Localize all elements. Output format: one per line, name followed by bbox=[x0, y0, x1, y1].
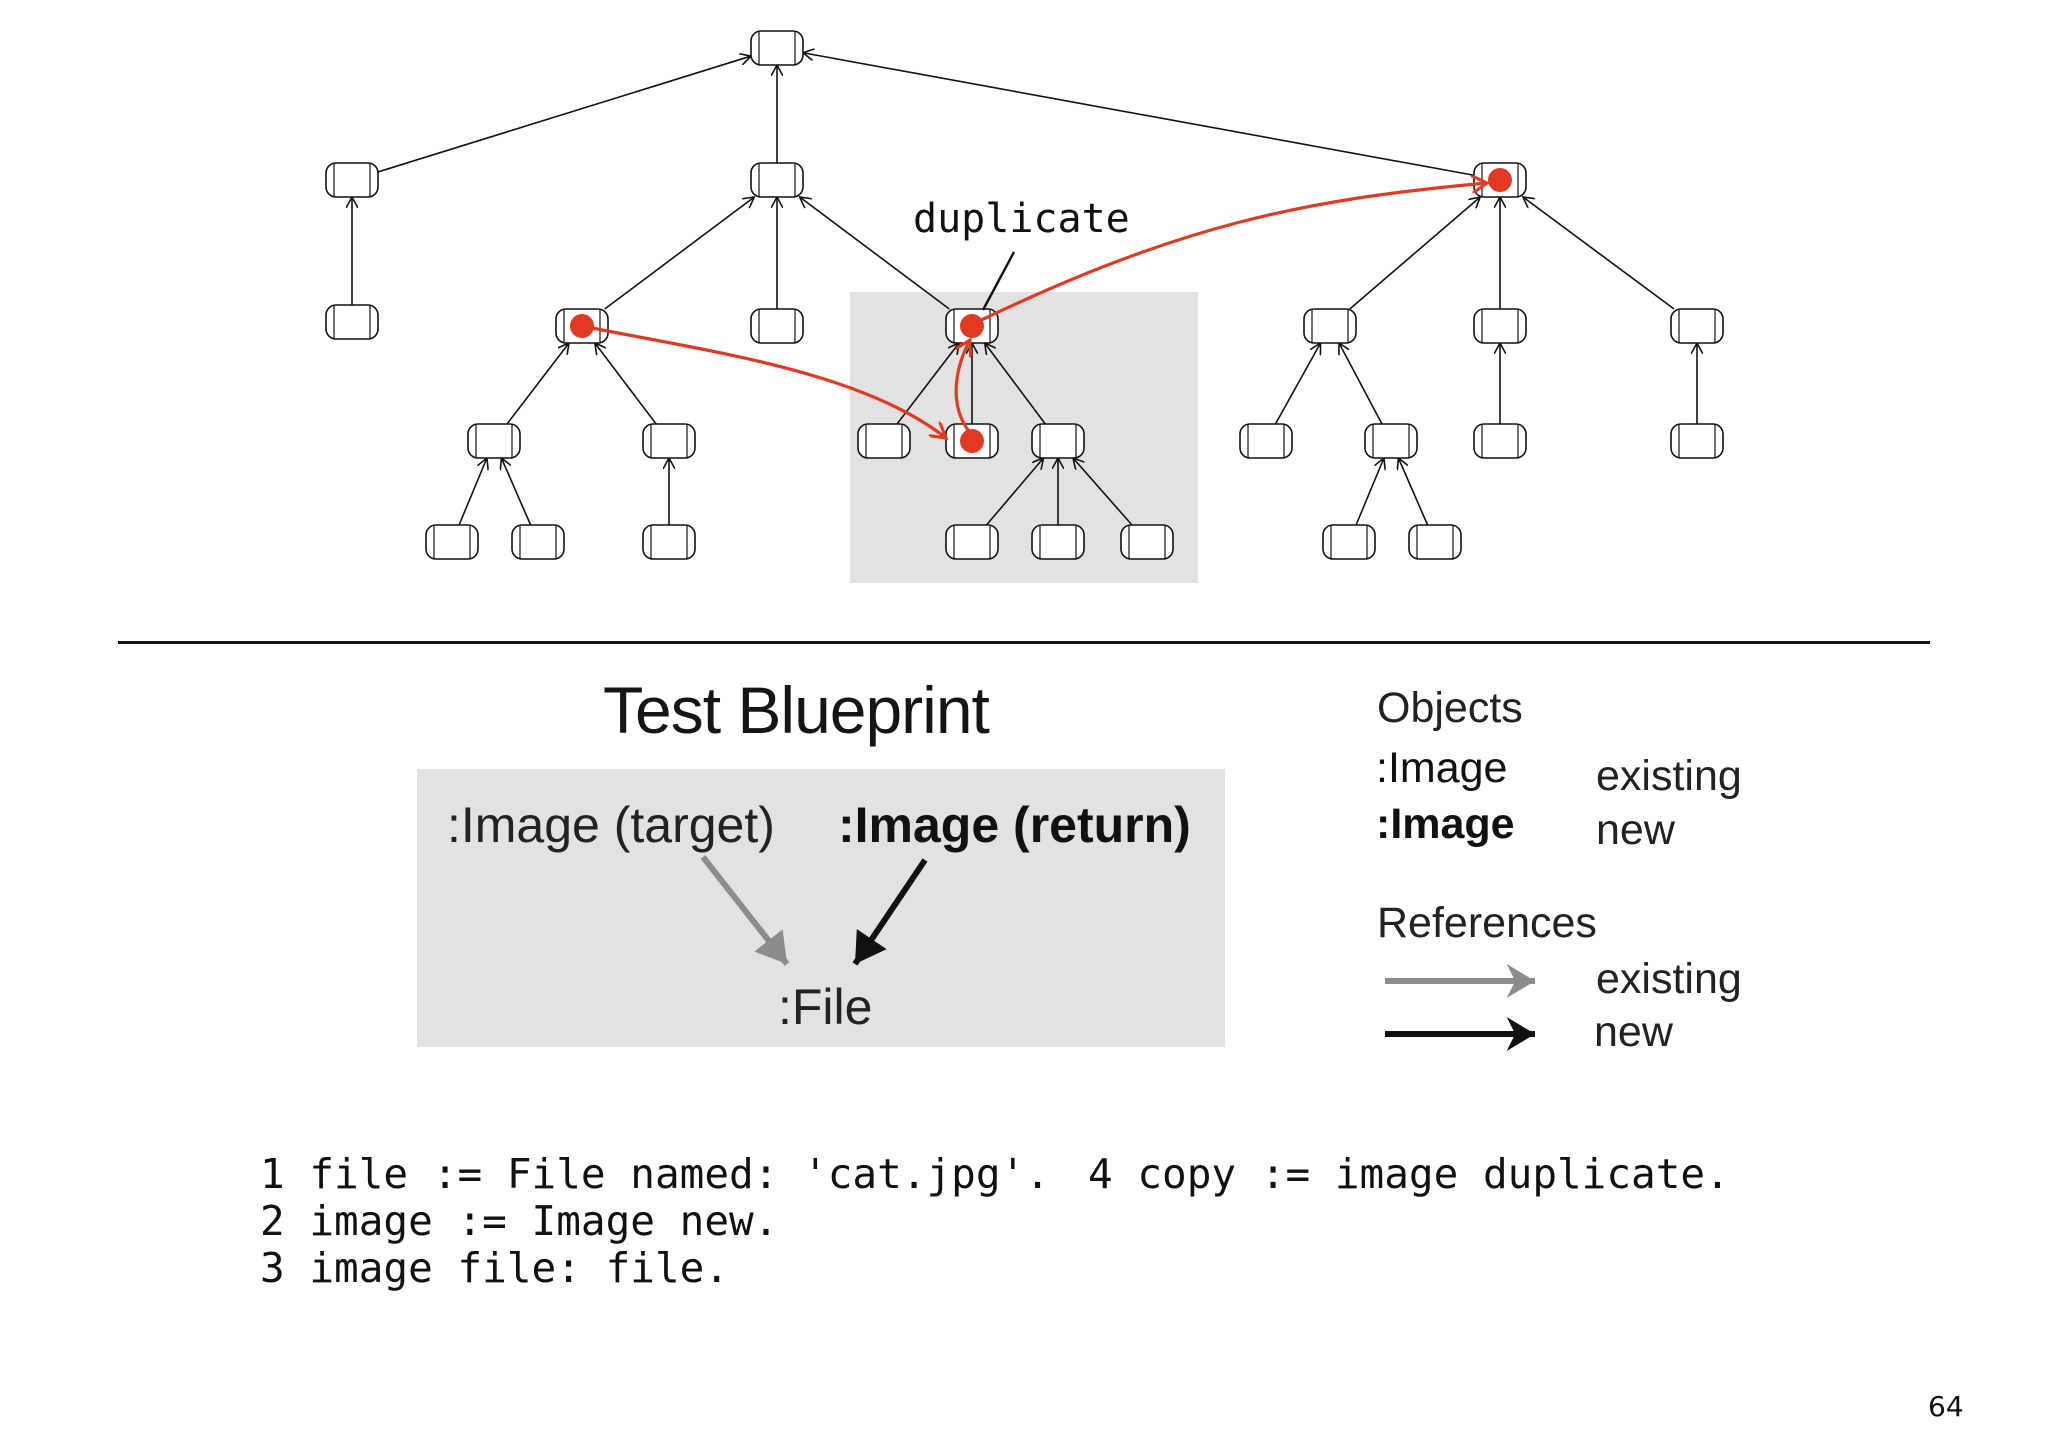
legend-existing-object-desc: existing bbox=[1596, 752, 1742, 800]
return-image-label: :Image (return) bbox=[838, 797, 1191, 853]
object-node bbox=[1670, 423, 1724, 459]
object-node bbox=[467, 423, 521, 459]
reference-edge bbox=[377, 56, 751, 173]
object-node bbox=[511, 524, 565, 560]
reference-edge bbox=[1274, 343, 1320, 425]
object-node bbox=[1473, 308, 1527, 344]
code-line-4: 4 copy := image duplicate. bbox=[1088, 1150, 1730, 1198]
target-image-label: :Image (target) bbox=[447, 797, 775, 853]
reference-edge bbox=[595, 343, 657, 425]
annotation-pointer bbox=[981, 251, 1016, 311]
reference-edge bbox=[1349, 197, 1480, 310]
reference-edge bbox=[985, 343, 1046, 425]
reference-edge bbox=[1523, 197, 1675, 310]
object-node bbox=[1239, 423, 1293, 459]
legend-existing-object-label: :Image bbox=[1376, 744, 1508, 792]
object-graph bbox=[325, 30, 1724, 583]
legend-objects-heading: Objects bbox=[1377, 684, 1523, 732]
reference-edge bbox=[800, 197, 950, 310]
code-line-2: 2 image := Image new. bbox=[260, 1197, 779, 1245]
object-node bbox=[1322, 524, 1376, 560]
reference-edge bbox=[985, 458, 1043, 526]
object-node bbox=[1303, 308, 1357, 344]
new-object-marker bbox=[960, 429, 984, 453]
code-line-1: 1 file := File named: 'cat.jpg'. bbox=[260, 1150, 1050, 1198]
object-node bbox=[750, 308, 804, 344]
legend-new-object-desc: new bbox=[1596, 806, 1675, 854]
new-reference-arrow-3 bbox=[974, 183, 1487, 325]
new-object-marker bbox=[960, 314, 984, 338]
reference-edge bbox=[896, 343, 959, 425]
reference-edge bbox=[458, 458, 487, 526]
object-node bbox=[750, 30, 804, 66]
object-node bbox=[425, 524, 479, 560]
blueprint-title: Test Blueprint bbox=[603, 673, 990, 747]
reference-edge bbox=[1355, 458, 1384, 526]
code-line-3: 3 image file: file. bbox=[260, 1244, 729, 1292]
object-node bbox=[325, 304, 379, 340]
legend-existing-reference-desc: existing bbox=[1596, 955, 1742, 1003]
existing-reference-arrow bbox=[700, 855, 790, 966]
object-node bbox=[642, 423, 696, 459]
object-node bbox=[1364, 423, 1418, 459]
duplicate-annotation: duplicate bbox=[913, 196, 1130, 242]
new-object-marker bbox=[570, 314, 594, 338]
object-node bbox=[1408, 524, 1462, 560]
object-node bbox=[945, 524, 999, 560]
reference-edge bbox=[604, 197, 755, 310]
object-node bbox=[1670, 308, 1724, 344]
reference-edge bbox=[1073, 458, 1133, 526]
reference-edge bbox=[1398, 458, 1429, 526]
reference-edge bbox=[1339, 343, 1383, 425]
legend-new-reference-desc: new bbox=[1594, 1008, 1673, 1056]
page-number: 64 bbox=[1928, 1390, 1964, 1423]
reference-edge bbox=[803, 53, 1475, 177]
legend-references-heading: References bbox=[1377, 899, 1597, 947]
reference-edge bbox=[501, 458, 532, 526]
new-object-marker bbox=[1488, 168, 1512, 192]
object-node bbox=[1031, 524, 1085, 560]
new-reference-arrow-1 bbox=[581, 324, 946, 438]
object-node bbox=[1120, 524, 1174, 560]
blueprint-box bbox=[417, 769, 1225, 1047]
file-label: :File bbox=[778, 979, 873, 1035]
reference-edge bbox=[506, 343, 569, 425]
object-node bbox=[1031, 423, 1085, 459]
object-node bbox=[750, 162, 804, 198]
object-node bbox=[1473, 423, 1527, 459]
section-divider bbox=[118, 641, 1930, 644]
object-node bbox=[642, 524, 696, 560]
new-reference-arrow-2 bbox=[954, 340, 970, 431]
legend-new-object-label: :Image bbox=[1376, 800, 1515, 848]
new-reference-arrow bbox=[852, 858, 928, 966]
object-node bbox=[325, 162, 379, 198]
object-node bbox=[857, 423, 911, 459]
